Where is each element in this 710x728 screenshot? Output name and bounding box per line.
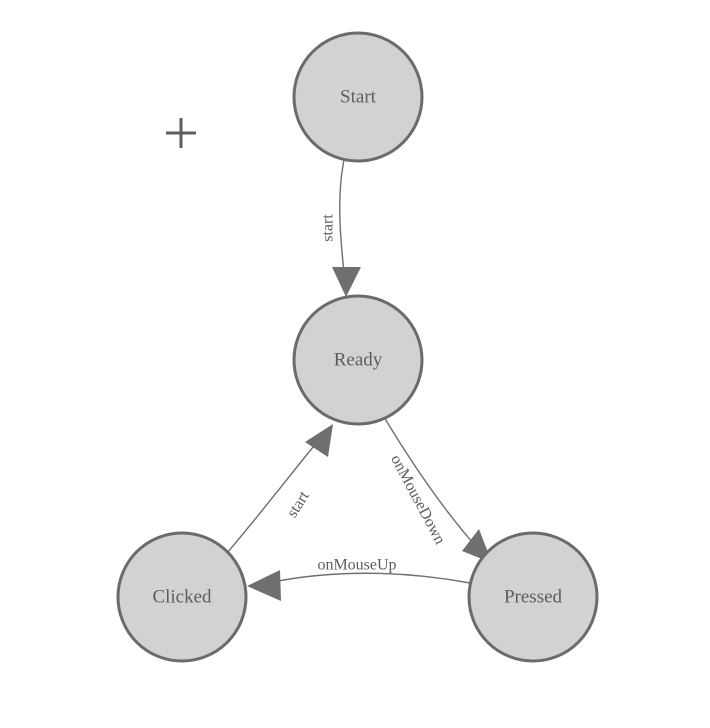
- node-ready[interactable]: Ready: [292, 294, 424, 426]
- node-clicked[interactable]: Clicked: [116, 531, 248, 663]
- edge-start-to-ready[interactable]: start: [320, 159, 361, 297]
- edge-pressed-to-clicked[interactable]: onMouseUp: [247, 557, 471, 601]
- node-circle-clicked[interactable]: [116, 531, 248, 663]
- node-circle-pressed[interactable]: [467, 531, 599, 663]
- arrowhead-clicked-to-ready: [305, 424, 333, 457]
- edge-path-clicked-to-ready[interactable]: [226, 440, 319, 554]
- edge-ready-to-pressed[interactable]: onMouseDown: [383, 416, 492, 563]
- edge-path-pressed-to-clicked[interactable]: [267, 572, 471, 584]
- node-circle-start[interactable]: [292, 31, 424, 163]
- node-pressed[interactable]: Pressed: [467, 531, 599, 663]
- edge-label-clicked-to-ready: start: [284, 488, 313, 521]
- edge-label-pressed-to-clicked: onMouseUp: [317, 557, 396, 574]
- edge-label-start-to-ready: start: [320, 214, 337, 242]
- node-label-ready: Ready: [334, 349, 383, 370]
- node-label-start: Start: [340, 86, 377, 107]
- node-label-clicked: Clicked: [152, 586, 212, 607]
- node-layer: Start Ready Clicked Pressed: [116, 31, 599, 663]
- plus-crosshair-icon[interactable]: [166, 118, 196, 148]
- node-start[interactable]: Start: [292, 31, 424, 163]
- edge-path-start-to-ready[interactable]: [339, 159, 346, 283]
- arrowhead-pressed-to-clicked: [247, 570, 281, 601]
- node-circle-ready[interactable]: [292, 294, 424, 426]
- arrowhead-start-to-ready: [332, 267, 361, 297]
- edge-clicked-to-ready[interactable]: start: [226, 424, 333, 554]
- edge-path-ready-to-pressed[interactable]: [383, 416, 482, 553]
- node-label-pressed: Pressed: [504, 586, 563, 607]
